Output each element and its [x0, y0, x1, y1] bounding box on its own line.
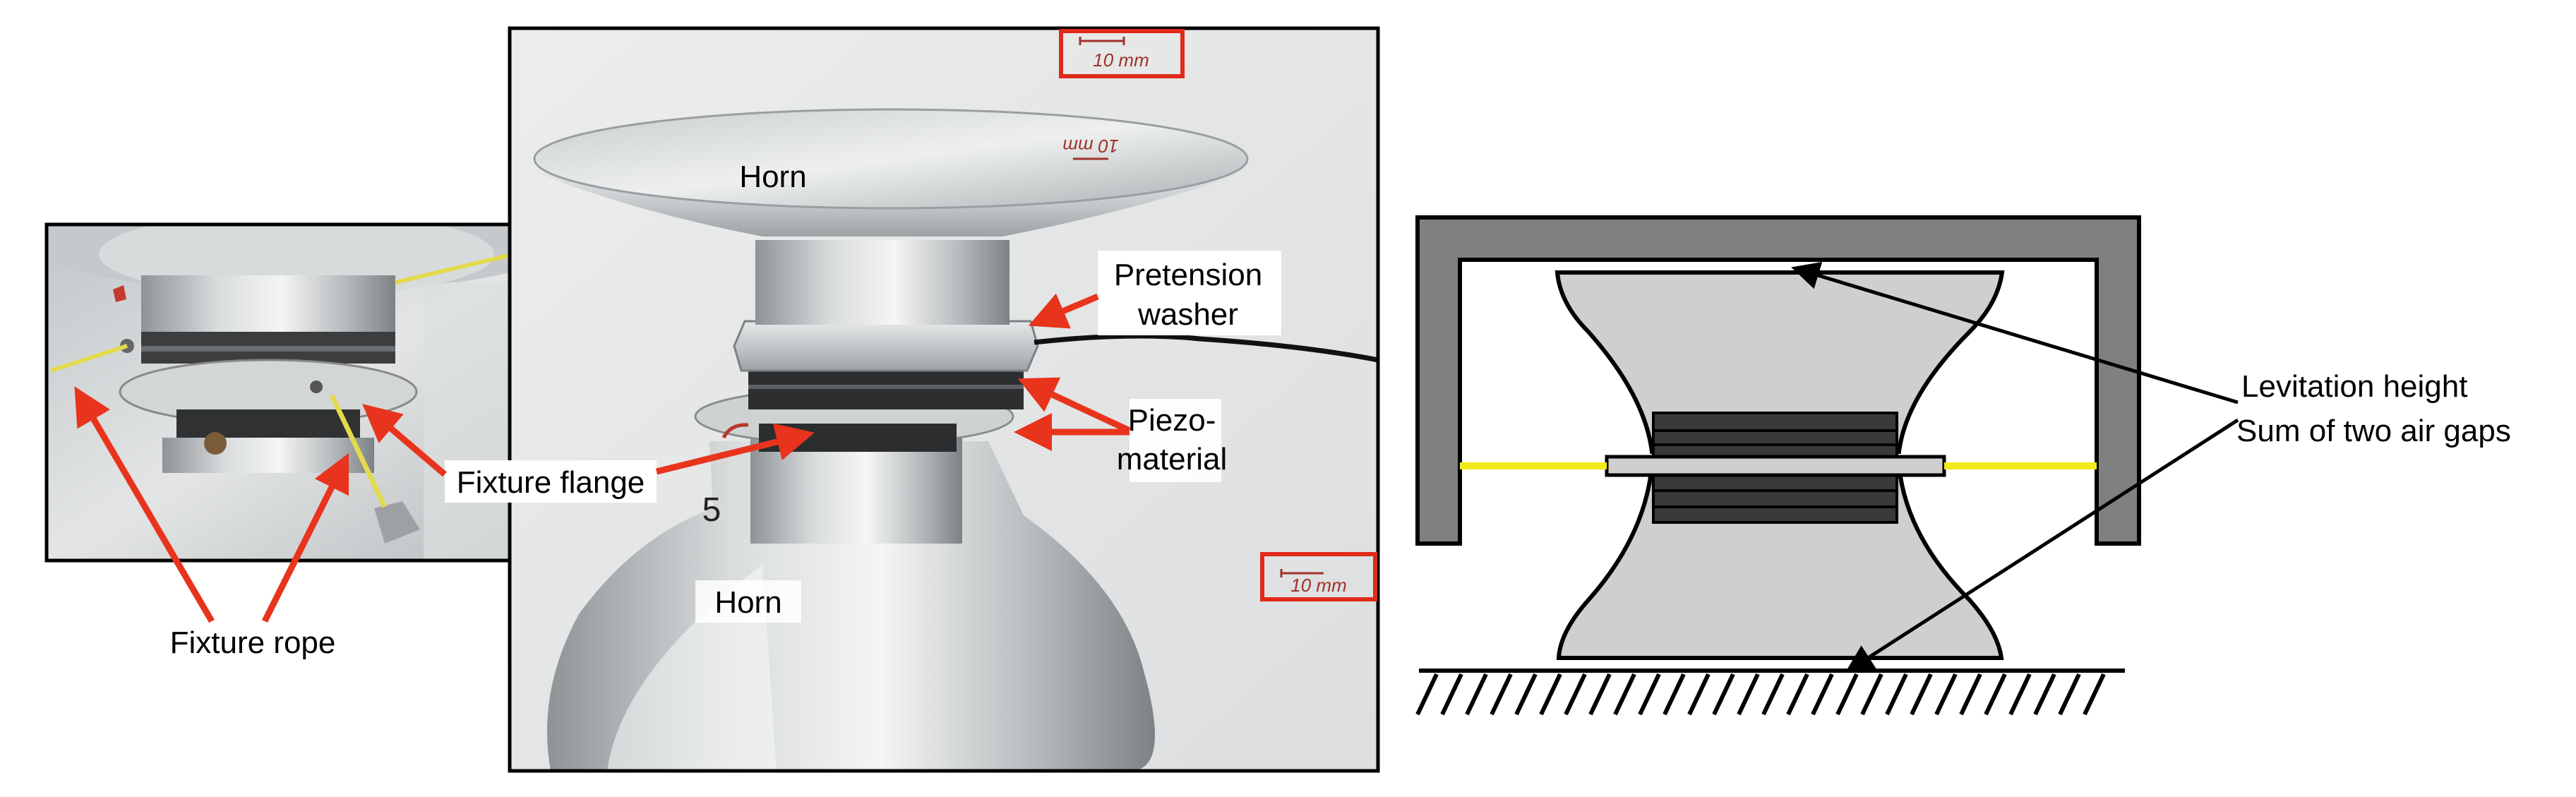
- scale-bar-top: 10 mm: [1059, 29, 1185, 78]
- label-sum-air-gaps: Sum of two air gaps: [2236, 414, 2511, 448]
- label-horn-bottom: Horn: [714, 585, 781, 620]
- label-pretension-box: Pretension washer: [1098, 251, 1281, 335]
- label-pretension-line2: washer: [1137, 297, 1238, 332]
- scale-bar-right: 10 mm: [1260, 552, 1377, 601]
- scale-label-top: 10 mm: [1093, 49, 1149, 71]
- arrow-rope-center: [261, 453, 349, 623]
- arrow-rope-left: [74, 386, 215, 623]
- ground: [1415, 669, 2125, 716]
- label-horn-bottom-box: Horn: [695, 580, 801, 623]
- main-photo: [508, 26, 1380, 773]
- label-horn-top: Horn: [739, 160, 806, 194]
- arrow-gap-top: [1791, 261, 2239, 405]
- engraving-number: 5: [702, 491, 721, 529]
- label-piezo-box: Piezo- material: [1117, 399, 1228, 482]
- label-piezo-line2: material: [1117, 442, 1228, 477]
- arrow-flange-main: [655, 423, 815, 475]
- scale-label-on-horn: 10 mm: [1062, 136, 1118, 157]
- label-piezo-line1: Piezo-: [1128, 403, 1216, 438]
- label-levitation-height: Levitation height: [2241, 369, 2467, 404]
- arrow-flange-inset: [362, 404, 447, 477]
- annotation-arrows: [74, 293, 1131, 623]
- label-fixture-flange: Fixture flange: [457, 465, 645, 500]
- upper-horn-shape: [1554, 270, 2005, 454]
- label-fixture-flange-box: Fixture flange: [445, 460, 657, 503]
- inset-photo: [44, 222, 587, 563]
- arrow-piezo-upper: [1017, 377, 1131, 434]
- arrow-gap-bottom: [1845, 418, 2239, 673]
- label-pretension-line1: Pretension: [1114, 258, 1262, 292]
- schematic-flange: [1605, 455, 1946, 477]
- schematic: Levitation height Sum of two air gaps: [1415, 215, 2511, 716]
- main-photo-frame: [508, 26, 1380, 773]
- label-fixture-rope: Fixture rope: [170, 625, 336, 660]
- scale-mark-on-horn: 10 mm: [1062, 136, 1119, 160]
- arrow-pretension: [1028, 293, 1099, 329]
- scale-label-right: 10 mm: [1290, 575, 1346, 596]
- levitator-frame: [1415, 215, 2141, 546]
